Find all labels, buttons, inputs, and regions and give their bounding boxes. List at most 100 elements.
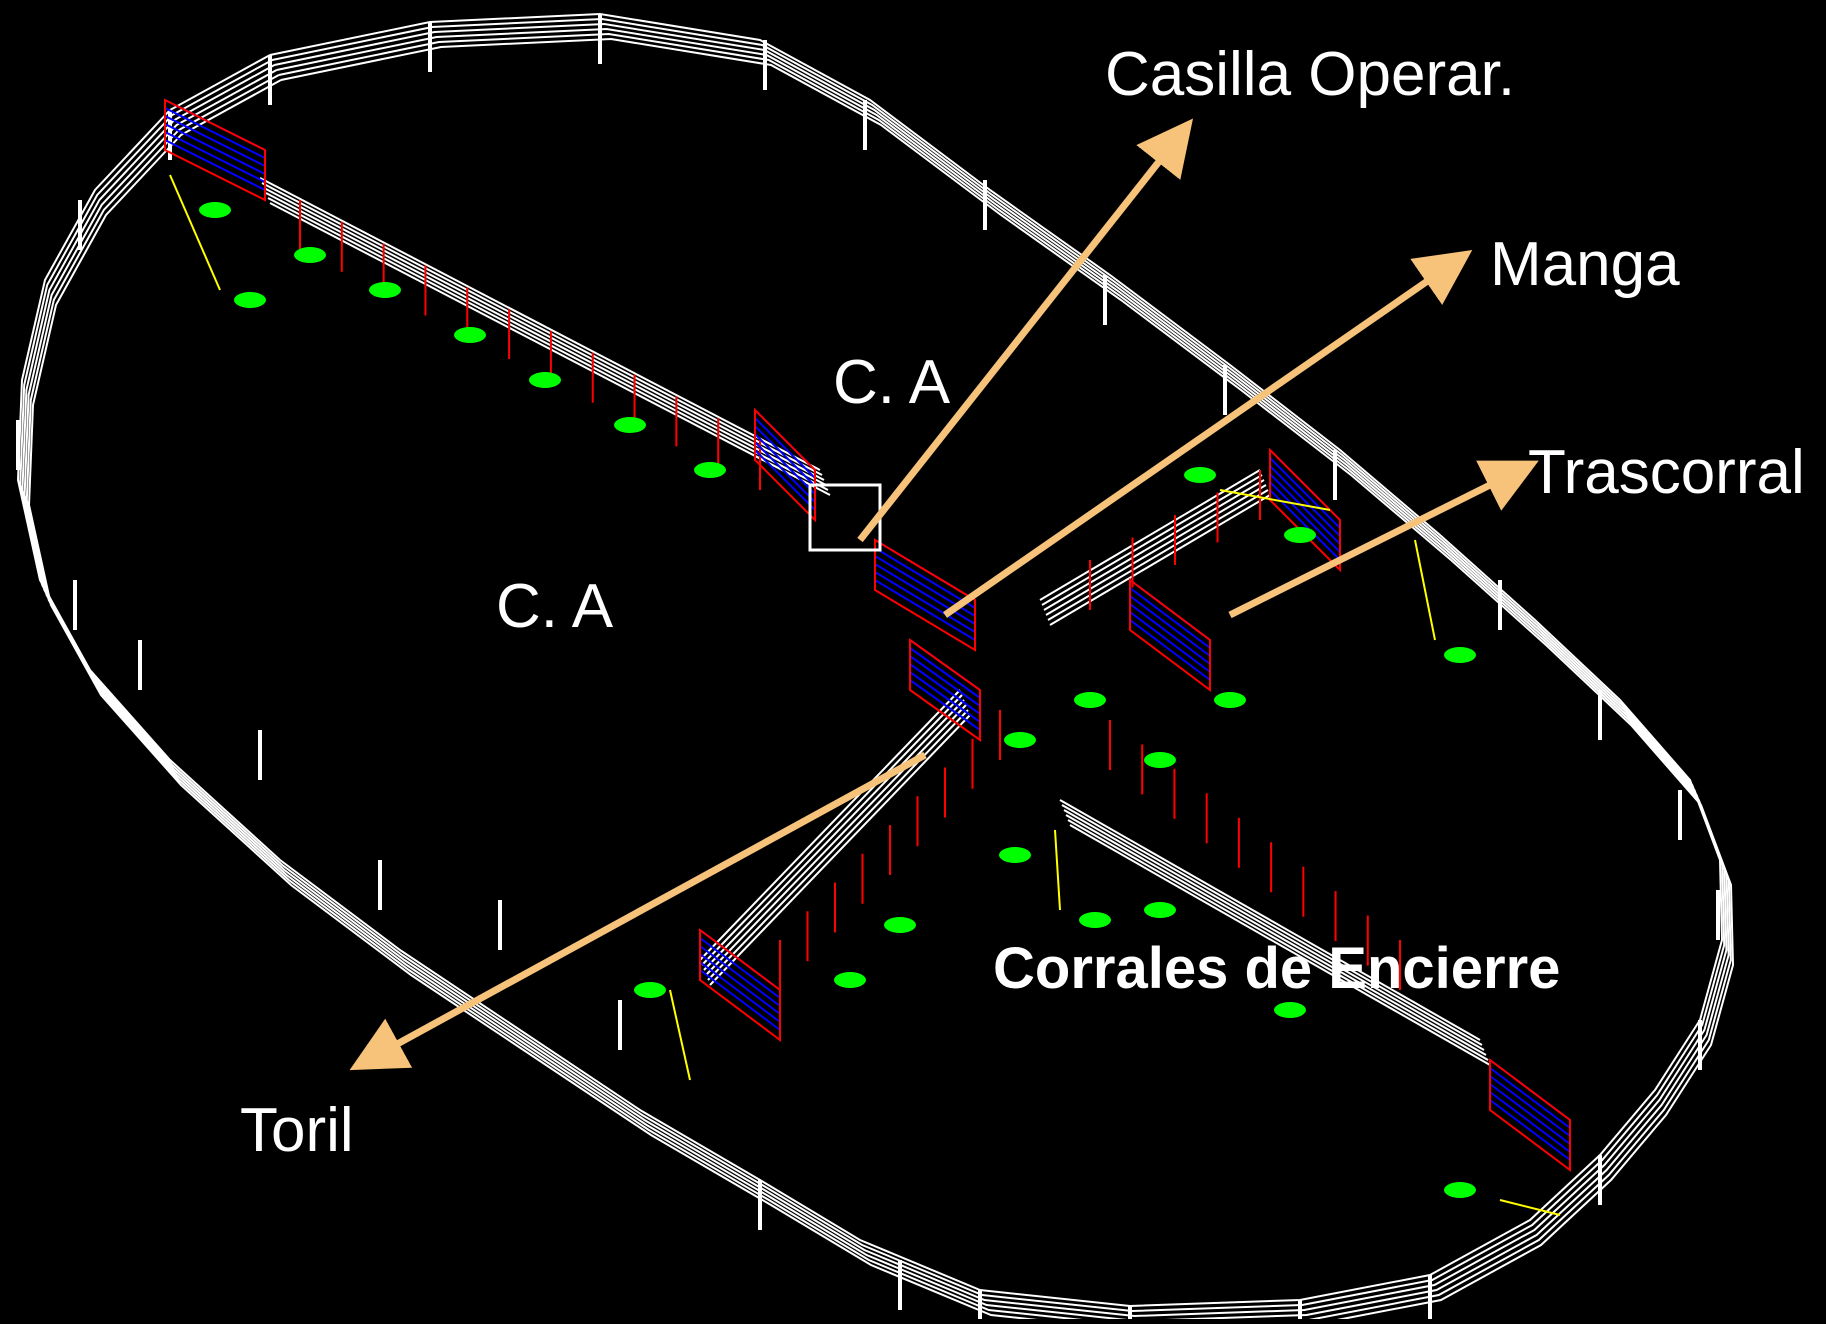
- gate-toril: [909, 638, 981, 742]
- gate-fill-rail: [164, 115, 266, 167]
- gate-fill-rail: [1269, 473, 1341, 545]
- inner-fence-lower-right: [1059, 799, 1481, 1041]
- shrub-icon: [884, 917, 916, 933]
- gate-fill-rail: [699, 953, 781, 1015]
- gate-icon: [1489, 1058, 1571, 1172]
- arrow-trascorral: [1228, 460, 1539, 619]
- shrub-icon: [999, 847, 1031, 863]
- shrub-icon: [1274, 1002, 1306, 1018]
- inner-fence-lower-right: [1067, 819, 1489, 1061]
- inner-fence-upper-right: [1049, 494, 1271, 626]
- yellow-line: [1499, 1199, 1561, 1216]
- gate-fill-rail: [1129, 611, 1211, 673]
- gate-fill-rail: [699, 961, 781, 1023]
- gate-fill-rail: [164, 107, 266, 159]
- inner-fence-lower-left: [709, 714, 971, 986]
- inner-fence-upper-right: [1039, 469, 1261, 601]
- shrub-icon: [294, 247, 326, 263]
- gate-fill-rail: [164, 131, 266, 183]
- gate-fill-rail: [1129, 587, 1211, 649]
- gate-fill-rail: [1489, 1067, 1571, 1129]
- gate-fill-rail: [754, 433, 816, 495]
- gate-fill-rail: [874, 547, 976, 609]
- gate-casilla: [754, 407, 816, 523]
- gate-fill-rail: [874, 571, 976, 633]
- gate-fill-rail: [1269, 457, 1341, 529]
- yellow-line: [669, 989, 691, 1081]
- inner-fence-upper-left: [265, 192, 827, 486]
- inner-fence-lower-left: [707, 709, 969, 981]
- outer-ring-fence: [16, 12, 1735, 1324]
- gates-group: [164, 98, 1571, 1172]
- gate-fill-rail: [1269, 465, 1341, 537]
- gate-fill-rail: [909, 655, 981, 707]
- gate-fill-rail: [699, 945, 781, 1007]
- yellow-line: [1054, 829, 1061, 911]
- gate-icon: [164, 98, 266, 202]
- shrub-icon: [199, 202, 231, 218]
- gate-trascorral: [1129, 578, 1211, 692]
- shrub-icon: [1144, 902, 1176, 918]
- gate-fill-rail: [1489, 1083, 1571, 1145]
- shrub-icon: [634, 982, 666, 998]
- inner-fence-lower-right: [1063, 809, 1485, 1051]
- gate-fill-rail: [164, 139, 266, 191]
- gate-fill-rail: [909, 679, 981, 731]
- casilla-box: [808, 483, 882, 552]
- gate-fill-rail: [754, 441, 816, 503]
- gate-fill-rail: [699, 937, 781, 999]
- gate-fill-rail: [754, 449, 816, 511]
- gate-fill-rail: [1489, 1075, 1571, 1137]
- gate-fill-rail: [164, 123, 266, 175]
- inner-fence-lower-left: [701, 694, 963, 966]
- label-corrales-de-encierre: Corrales de Encierre: [993, 936, 1561, 1001]
- label-toril: Toril: [240, 1096, 354, 1165]
- inner-fence-lower-left: [699, 689, 961, 961]
- shrub-icon: [1444, 1182, 1476, 1198]
- inner-fence-rails: [259, 177, 1491, 1066]
- gate-fill-rail: [874, 563, 976, 625]
- gate-icon: [754, 407, 816, 523]
- gate-fill-rail: [754, 417, 816, 479]
- inner-fence-upper-left: [259, 177, 821, 471]
- inner-fence-lower-left: [703, 699, 965, 971]
- inner-fence-upper-right: [1041, 474, 1263, 606]
- inner-fence-upper-right: [1043, 479, 1265, 611]
- shrub-icon: [1074, 692, 1106, 708]
- shrub-icon: [834, 972, 866, 988]
- shrub-icon: [1184, 467, 1216, 483]
- gate-fill-rail: [754, 425, 816, 487]
- gate-lower-left: [699, 928, 781, 1042]
- inner-fence-upper-right: [1047, 489, 1269, 621]
- shrub-icon: [1284, 527, 1316, 543]
- inner-fence-lower-right: [1069, 824, 1491, 1066]
- gate-fill-rail: [1129, 603, 1211, 665]
- shrub-icon: [1144, 752, 1176, 768]
- inner-fence-upper-left: [263, 187, 825, 481]
- gate-fill-rail: [909, 663, 981, 715]
- inner-fence-upper-left: [267, 197, 829, 491]
- label-arrows-group: [349, 118, 1539, 1071]
- gate-fill-rail: [1269, 481, 1341, 553]
- gate-fill-rail: [909, 647, 981, 699]
- vegetation-group: [199, 202, 1476, 1198]
- shrub-icon: [529, 372, 561, 388]
- inner-fence-upper-left: [261, 182, 823, 476]
- gate-fill-rail: [1129, 595, 1211, 657]
- label-manga: Manga: [1490, 230, 1680, 299]
- inner-fence-lower-left: [705, 704, 967, 976]
- label-ca-left: C. A: [496, 572, 614, 641]
- arrow-manga: [943, 250, 1473, 618]
- gate-icon: [1129, 578, 1211, 692]
- inner-fence-lower-right: [1065, 814, 1487, 1056]
- gate-icon: [1269, 447, 1341, 573]
- gate-manga: [874, 538, 976, 652]
- shrub-icon: [234, 292, 266, 308]
- yellow-line: [1414, 539, 1436, 641]
- gate-fill-rail: [1129, 619, 1211, 681]
- arrow-toril: [349, 751, 927, 1071]
- inner-fence-lower-right: [1061, 804, 1483, 1046]
- shrub-icon: [1079, 912, 1111, 928]
